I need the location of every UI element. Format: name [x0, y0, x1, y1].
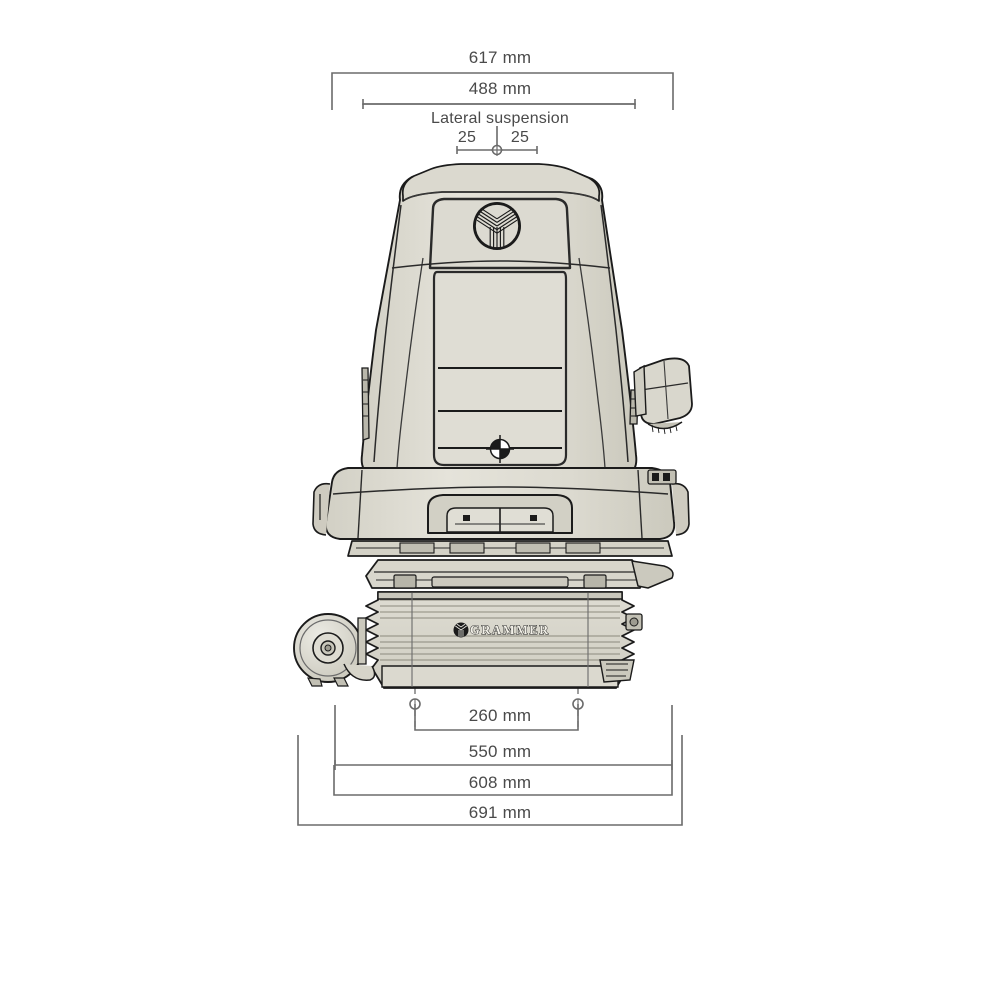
bellows-latch-right — [599, 659, 635, 683]
backrest-upper-seam — [391, 260, 611, 269]
dimension-label-260: 260 mm — [468, 706, 532, 725]
switch-panel-right — [647, 469, 677, 485]
grammer-logo-icon — [473, 202, 521, 250]
dimension-label-550: 550 mm — [468, 742, 532, 761]
dim-bracket-691 — [297, 735, 683, 826]
grammer-logo-icon-bellows — [453, 622, 469, 638]
backrest-right-bolster-inner — [578, 257, 606, 469]
cushion-left-edge — [357, 469, 363, 539]
dimension-label-691: 691 mm — [468, 803, 532, 822]
dimension-label-488: 488 mm — [468, 79, 532, 98]
bellows-connector-right — [625, 613, 643, 631]
cushion-right-edge — [637, 469, 643, 539]
top-dimension-group — [331, 72, 674, 156]
armrest-right — [633, 357, 693, 435]
bottom-dimension-group — [297, 688, 683, 826]
seat-assembly — [293, 163, 693, 689]
rail-detail-group — [399, 542, 601, 554]
belt-bracket-left — [361, 367, 370, 441]
backrest-left-bolster-inner — [396, 257, 424, 469]
bellows-pleats — [380, 599, 620, 661]
headrest-seam — [403, 191, 599, 201]
cushion-front-lip — [332, 486, 669, 495]
bellows-top-band — [377, 591, 623, 600]
handle-clip-left — [463, 515, 470, 521]
grammer-brand-text: GRAMMER — [470, 623, 550, 638]
dim-bracket-260 — [414, 704, 579, 731]
dim-bracket-550 — [334, 705, 673, 765]
cushion-wing-right — [671, 482, 690, 536]
dimension-label-617: 617 mm — [468, 48, 532, 67]
dimension-label-lateral-left: 25 — [457, 129, 477, 146]
handle-clip-right — [530, 515, 537, 521]
suspension-arm-right — [631, 560, 674, 589]
adjuster-linkage — [343, 617, 376, 681]
scissor-pivot-group — [393, 574, 607, 589]
dim-bracket-608 — [333, 765, 673, 796]
lateral-center-cross — [491, 144, 503, 156]
backrest-right-bolster — [600, 204, 629, 463]
dimension-label-lateral-right: 25 — [510, 129, 530, 146]
dim-bracket-617 — [331, 72, 674, 110]
backrest-left-bolster — [373, 204, 402, 463]
cushion-wing-left — [312, 482, 331, 536]
dimension-label-lateral-suspension: Lateral suspension — [431, 110, 569, 127]
dimension-label-608: 608 mm — [468, 773, 532, 792]
center-datum-icon — [486, 435, 514, 463]
bellows-bottom-band — [381, 665, 619, 688]
